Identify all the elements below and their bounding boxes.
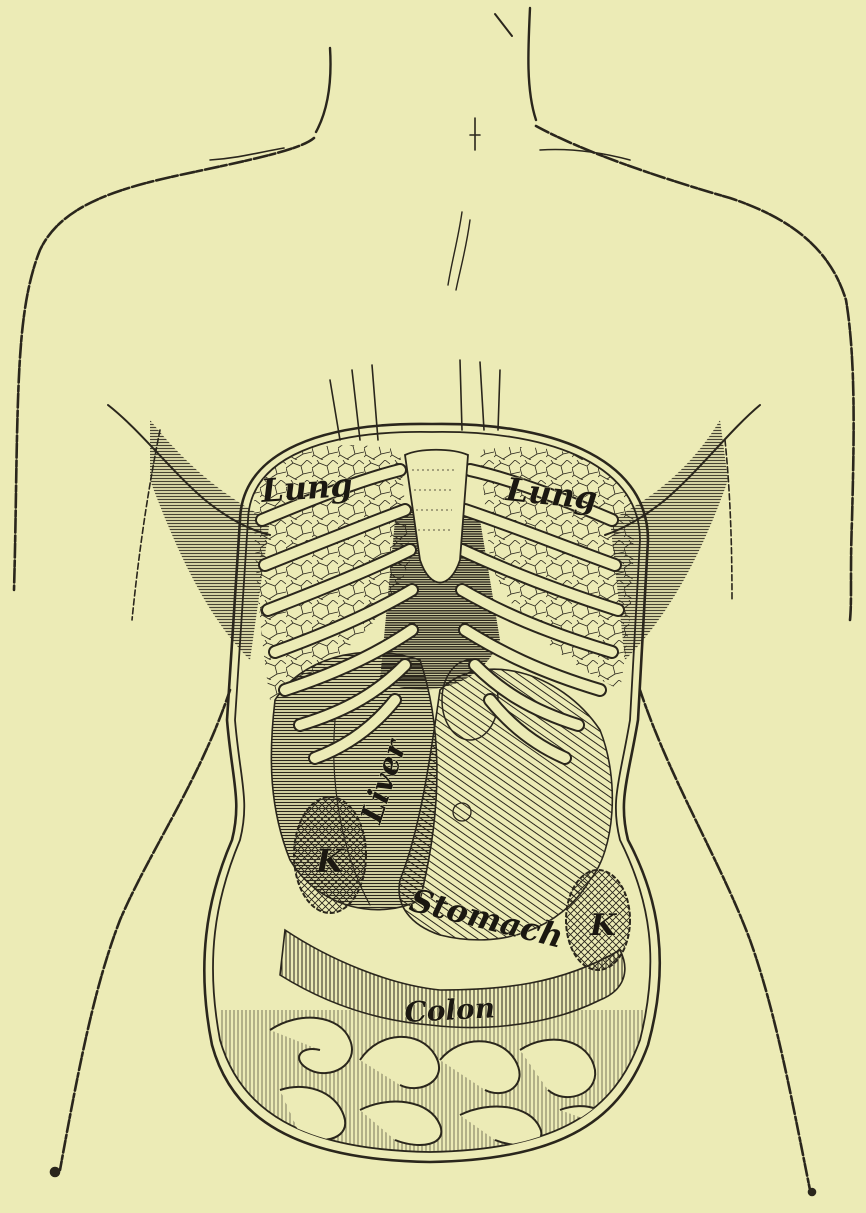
- label-colon: Colon: [404, 991, 496, 1029]
- torso-cavity: [204, 424, 659, 1162]
- label-right-kidney: K: [589, 908, 618, 943]
- label-left-kidney: K: [315, 842, 345, 880]
- intestines: [220, 1010, 650, 1160]
- label-left-lung: Lung: [259, 466, 354, 510]
